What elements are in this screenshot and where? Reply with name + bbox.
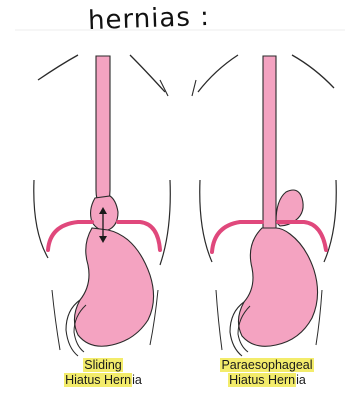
paraesophageal-caption-line2-highlighted: Hiatus Hern — [228, 373, 296, 387]
left-torso-left-side — [34, 180, 48, 258]
right-esophagus — [263, 56, 276, 228]
paraesophageal-hernia-figure — [192, 55, 336, 356]
left-neck-outline-2 — [130, 55, 165, 92]
right-lower-side — [216, 290, 222, 350]
sliding-caption-line2-rest: ia — [132, 373, 142, 387]
left-lower-side — [52, 290, 60, 350]
paraesophageal-hernia-caption: Paraesophageal Hiatus Hernia — [212, 358, 322, 388]
right-stomach — [238, 228, 317, 346]
sliding-caption-line1: Sliding — [83, 358, 123, 372]
sliding-hernia-caption: Sliding Hiatus Hernia — [58, 358, 148, 388]
left-stomach — [74, 228, 153, 346]
right-neck-outline-2 — [292, 55, 334, 88]
left-neck-outline — [38, 55, 78, 80]
sliding-hernia-figure — [34, 55, 171, 356]
right-torso-left-side — [200, 180, 212, 262]
right-shoulder-line — [192, 80, 196, 96]
paraesophageal-caption-line1: Paraesophageal — [220, 358, 313, 372]
left-torso-right-side — [160, 180, 170, 265]
left-esophagus — [96, 56, 110, 205]
right-neck-outline — [198, 55, 238, 92]
sliding-caption-line2-highlighted: Hiatus Hern — [64, 373, 132, 387]
paraesophageal-caption-line2-rest: ia — [296, 373, 306, 387]
